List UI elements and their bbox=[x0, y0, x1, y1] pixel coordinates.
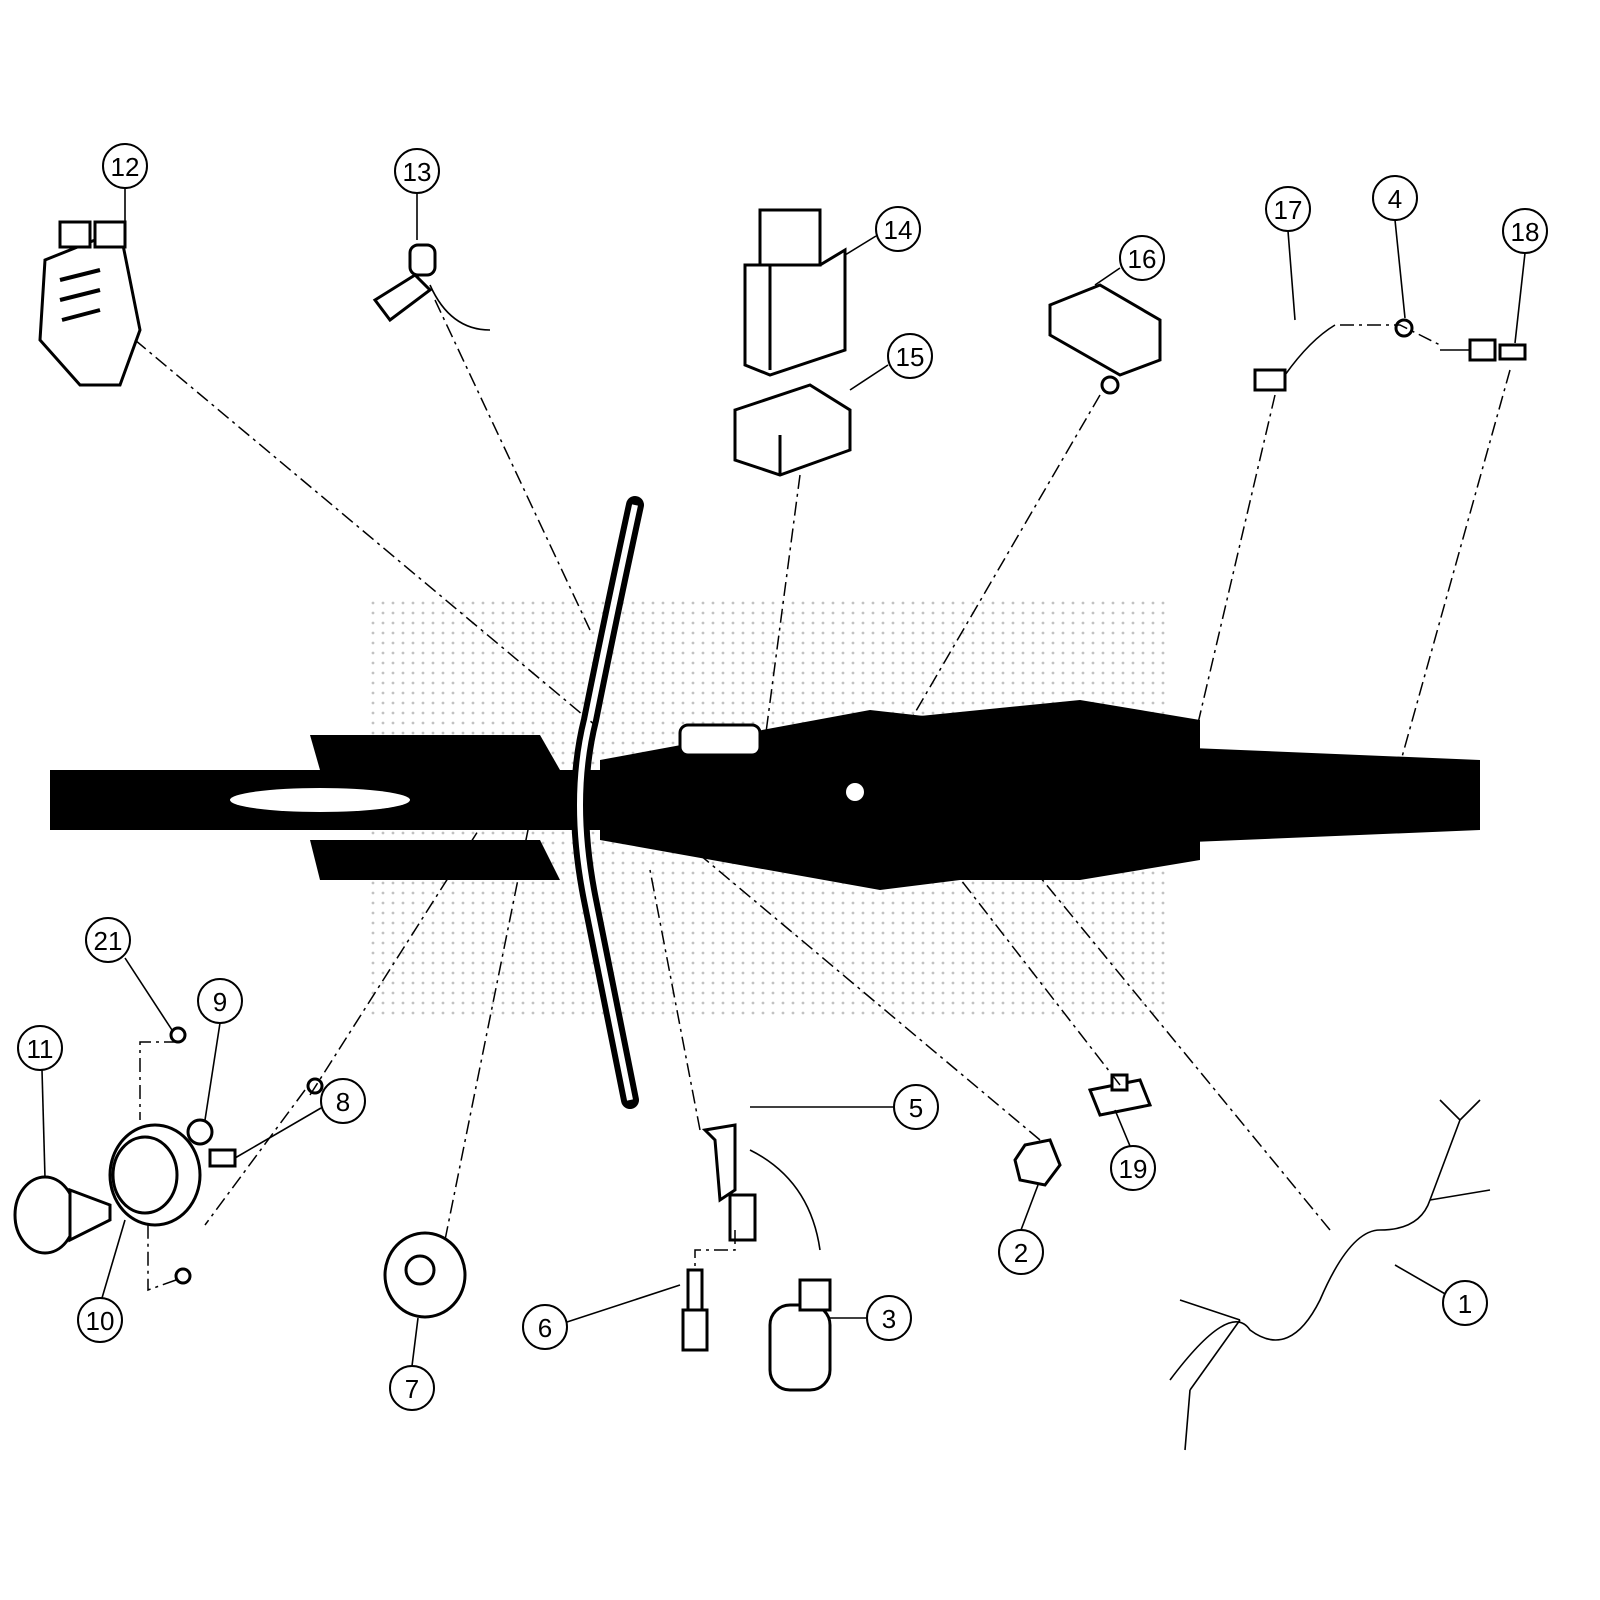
svg-text:4: 4 bbox=[1388, 184, 1402, 214]
svg-text:3: 3 bbox=[882, 1304, 896, 1334]
callout-7: 7 bbox=[389, 1365, 435, 1411]
callout-15: 15 bbox=[887, 333, 933, 379]
callout-9: 9 bbox=[197, 978, 243, 1024]
svg-text:15: 15 bbox=[896, 342, 925, 372]
svg-text:11: 11 bbox=[27, 1034, 54, 1064]
callout-18: 18 bbox=[1502, 208, 1548, 254]
callout-13: 13 bbox=[394, 148, 440, 194]
svg-text:1: 1 bbox=[1458, 1289, 1472, 1319]
part-3-ignition-coil bbox=[768, 1278, 832, 1392]
callout-12: 12 bbox=[102, 143, 148, 189]
callout-11: 11 bbox=[17, 1025, 63, 1071]
callout-21: 21 bbox=[85, 917, 131, 963]
part-12-switch-housing bbox=[38, 220, 142, 387]
callout-16: 16 bbox=[1119, 235, 1165, 281]
svg-text:5: 5 bbox=[909, 1093, 923, 1123]
callout-2: 2 bbox=[998, 1229, 1044, 1275]
part-9-grommet bbox=[186, 1118, 214, 1146]
part-19-clip bbox=[1087, 1073, 1153, 1117]
svg-text:13: 13 bbox=[403, 157, 432, 187]
part-4-grommet bbox=[1394, 318, 1414, 338]
svg-text:10: 10 bbox=[86, 1306, 115, 1336]
callout-5: 5 bbox=[893, 1084, 939, 1130]
svg-text:14: 14 bbox=[884, 215, 913, 245]
svg-text:7: 7 bbox=[405, 1374, 419, 1404]
callout-3: 3 bbox=[866, 1295, 912, 1341]
callout-14: 14 bbox=[875, 206, 921, 252]
part-5-spark-plug-cap bbox=[701, 1123, 821, 1251]
svg-text:12: 12 bbox=[111, 152, 140, 182]
svg-text:17: 17 bbox=[1274, 195, 1303, 225]
part-13-clutch-switch bbox=[372, 243, 491, 331]
part-10-headlight-housing bbox=[108, 1123, 202, 1227]
part-7-horn bbox=[383, 1231, 467, 1319]
callout-4: 4 bbox=[1372, 175, 1418, 221]
svg-text:18: 18 bbox=[1511, 217, 1540, 247]
leader-lines bbox=[41, 188, 1526, 1367]
part-15-relay-holder bbox=[733, 383, 852, 477]
part-2-nut bbox=[1013, 1138, 1062, 1187]
part-18-bulb bbox=[1440, 338, 1527, 362]
svg-text:9: 9 bbox=[213, 987, 227, 1017]
part-11-headlight bbox=[13, 1175, 112, 1255]
motorcycle-silhouette bbox=[50, 496, 1480, 1109]
svg-text:16: 16 bbox=[1128, 244, 1157, 274]
part-6-spark-plug bbox=[681, 1268, 709, 1352]
callout-19: 19 bbox=[1110, 1145, 1156, 1191]
svg-text:8: 8 bbox=[336, 1087, 350, 1117]
part-17-connector bbox=[1253, 324, 1336, 392]
callout-6: 6 bbox=[522, 1304, 568, 1350]
part-16-regulator bbox=[1048, 283, 1162, 395]
part-1-wiring-harness bbox=[1169, 1099, 1491, 1451]
part-8-connector bbox=[208, 1148, 237, 1168]
callout-10: 10 bbox=[77, 1297, 123, 1343]
callout-17: 17 bbox=[1265, 186, 1311, 232]
screw bbox=[174, 1267, 192, 1285]
part-14-relay bbox=[743, 208, 847, 377]
part-21-screw bbox=[169, 1026, 187, 1044]
callout-1: 1 bbox=[1442, 1280, 1488, 1326]
svg-text:2: 2 bbox=[1014, 1238, 1028, 1268]
callout-8: 8 bbox=[320, 1078, 366, 1124]
svg-text:19: 19 bbox=[1119, 1154, 1148, 1184]
svg-text:21: 21 bbox=[94, 926, 123, 956]
svg-text:6: 6 bbox=[538, 1313, 552, 1343]
